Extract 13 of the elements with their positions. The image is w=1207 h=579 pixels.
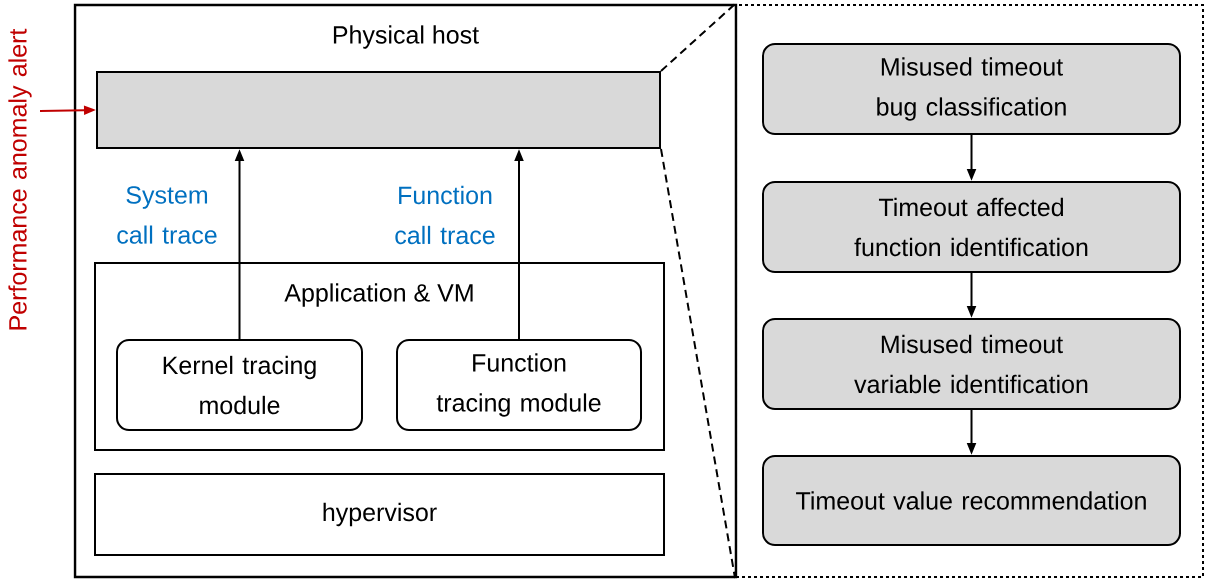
step-box: Timeout value recommendation — [762, 455, 1181, 546]
process-box — [96, 71, 661, 149]
edge-label: Performance anomaly alert — [8, 28, 32, 330]
zoom-line — [660, 148, 736, 579]
layer-box: hypervisor — [94, 473, 665, 556]
module-box: Function tracing module — [396, 339, 642, 431]
step-box: Misused timeout bug classification — [762, 43, 1181, 135]
edge-label: Function call trace — [395, 185, 495, 245]
detail-panel — [735, 4, 1204, 578]
step-box: Misused timeout variable identification — [762, 318, 1181, 410]
step-box: Timeout affected function identification — [762, 181, 1181, 273]
module-box: Kernel tracing module — [116, 339, 363, 431]
edge-label: System call trace — [117, 186, 217, 244]
